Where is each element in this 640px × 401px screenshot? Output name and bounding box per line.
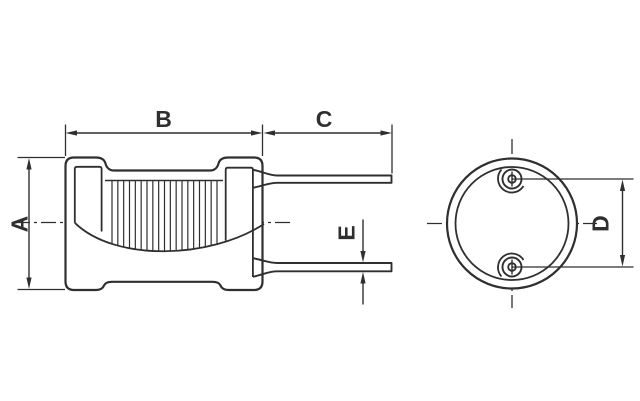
outer-circle	[445, 157, 579, 290]
dim-d-arrow-bottom	[619, 255, 626, 267]
dim-d-arrow-top	[619, 179, 626, 191]
dim-a: A	[7, 156, 65, 291]
dim-a-arrow-top	[26, 158, 32, 170]
dim-b-arrow-left	[65, 130, 77, 136]
dim-c: C	[263, 106, 393, 174]
dim-a-arrow-bottom	[26, 277, 32, 289]
top-pin-wire-hook	[497, 168, 525, 194]
dim-e: E	[334, 219, 366, 305]
front-view: D	[427, 139, 634, 308]
right-flange-inner-edge	[224, 166, 254, 277]
dim-c-arrow-left	[263, 130, 275, 136]
dim-b-label: B	[155, 106, 172, 132]
dim-d: D	[512, 178, 634, 268]
dim-c-arrow-right	[380, 130, 392, 136]
dim-b: B	[64, 106, 264, 156]
left-flange-inner-edge	[73, 165, 103, 232]
dim-b-arrow-right	[251, 130, 263, 136]
bottom-pin-wire-hook	[497, 252, 525, 278]
winding-hatch	[111, 181, 218, 252]
side-view	[15, 156, 393, 292]
inner-circle	[454, 166, 570, 281]
top-lead	[252, 168, 393, 189]
dim-d-label: D	[588, 215, 614, 232]
winding-bottom-curve	[74, 222, 265, 253]
dim-c-label: C	[316, 106, 333, 132]
dim-a-label: A	[7, 216, 33, 233]
bottom-lead	[252, 257, 393, 278]
dim-e-arrow-bottom	[360, 271, 366, 284]
dim-e-arrow-top	[360, 251, 366, 263]
dim-e-label: E	[334, 225, 360, 240]
